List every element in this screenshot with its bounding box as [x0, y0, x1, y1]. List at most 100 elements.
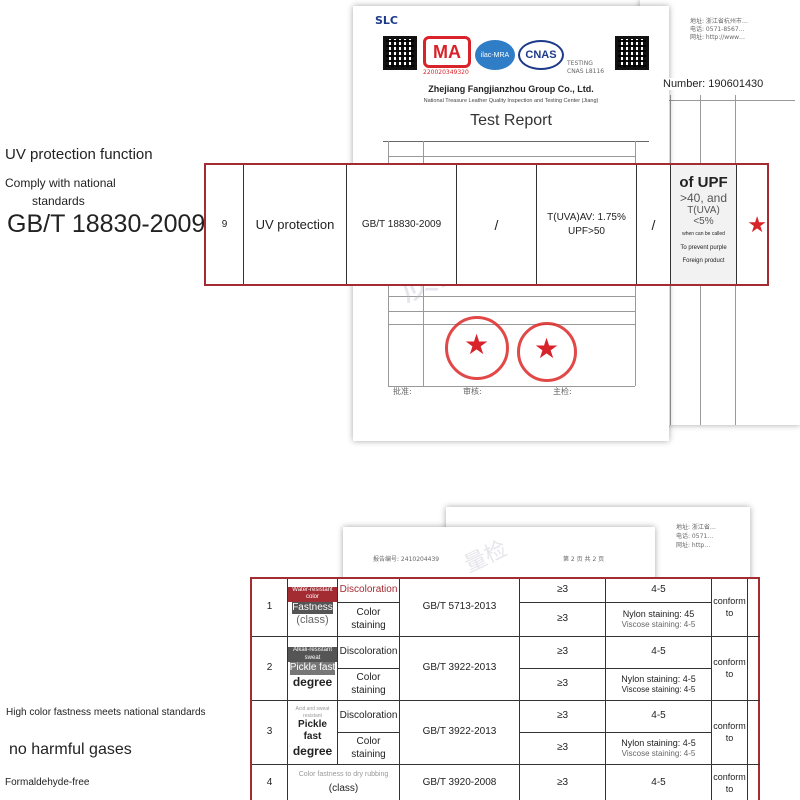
upf-side-3: T(UVA): [687, 204, 720, 216]
row3-item-small: Acid and sweat resistant: [295, 706, 330, 719]
table-row-3-req-2: ≥3: [520, 733, 606, 765]
uv-row-slash-2: /: [637, 165, 671, 284]
table-row-2-number: 2: [252, 637, 288, 701]
table-row-2-verdict: conform to: [712, 637, 748, 701]
table-row-3-tail: [748, 701, 760, 765]
row4-item-small: Color fastness to dry rubbing: [298, 771, 389, 779]
table-row-4-req-1: ≥3: [520, 765, 606, 800]
table-row-3-req-1: ≥3: [520, 701, 606, 733]
report-number: Number: 190601430: [661, 78, 766, 90]
cnas-logo: CNAS: [518, 40, 564, 70]
table-row-3-res-2: Nylon staining: 4-5 Viscose staining: 4-…: [606, 733, 712, 765]
uv-protection-heading: UV protection function: [5, 146, 153, 163]
uv-row-result: T(UVA)AV: 1.75% UPF>50: [537, 165, 637, 284]
row2-item-main: Pickle fast: [289, 662, 336, 675]
table-row-2-req-2: ≥3: [520, 669, 606, 701]
row1-nylon: Nylon staining: 45: [622, 608, 695, 619]
table-row-4-item: Color fastness to dry rubbing (class): [288, 765, 400, 800]
cma-logo: MA: [423, 36, 471, 68]
cnas-text: CNAS: [525, 49, 557, 61]
table-row-1-standard: GB/T 5713-2013: [400, 579, 520, 637]
report-title: Test Report: [470, 112, 552, 129]
uv-row-slash-1: /: [457, 165, 537, 284]
upf-side-2: >40, and: [679, 190, 728, 205]
formaldehyde-free: Formaldehyde-free: [5, 777, 90, 788]
table-row-1-req-1: ≥3: [520, 579, 606, 603]
table-row-3-standard: GB/T 3922-2013: [400, 701, 520, 765]
seal-star-left: ★: [464, 329, 490, 360]
company-name: Zhejiang Fangjianzhou Group Co., Ltd.: [428, 84, 594, 94]
row2-item-sub: degree: [292, 674, 333, 689]
table-row-1-sub-2: Color staining: [338, 603, 400, 637]
table-row-4-res-1: 4-5: [606, 765, 712, 800]
uv-row-tail: ★: [747, 211, 767, 237]
table-row-3-sub-1: Discoloration: [338, 701, 400, 733]
cma-code: 220020349320: [423, 69, 469, 76]
table-row-2-sub-1: Discoloration: [338, 637, 400, 669]
table-row-1-res-1: 4-5: [606, 579, 712, 603]
table-row-3-verdict: conform to: [712, 701, 748, 765]
red-seal-right: [517, 322, 577, 382]
table-row-1-item: Water-resistant color Fastness (class): [288, 579, 338, 637]
table-row-3-number: 3: [252, 701, 288, 765]
cma-text: MA: [433, 41, 461, 62]
qr-code-right: [615, 36, 649, 70]
ilac-text: ilac-MRA: [480, 51, 510, 59]
uv-protection-row: 9 UV protection GB/T 18830-2009 / T(UVA)…: [204, 163, 769, 286]
table-row-2-req-1: ≥3: [520, 637, 606, 669]
table-row-2-sub-2: Color staining: [338, 669, 400, 701]
table-row-1-sub-1: Discoloration: [338, 579, 400, 603]
comply-national-line1: Comply with national: [5, 176, 116, 190]
table-row-1-req-2: ≥3: [520, 603, 606, 637]
upf-side-5: when can be called: [682, 230, 725, 237]
table-row-2-item: Alkali-resistant sweat Pickle fast degre…: [288, 637, 338, 701]
no-harmful-gases: no harmful gases: [9, 741, 132, 758]
table-row-4-standard: GB/T 3920-2008: [400, 765, 520, 800]
table-row-4-verdict: conform to: [712, 765, 748, 800]
upf-side-1: of UPF: [679, 174, 728, 191]
slc-logo: SLC: [375, 14, 399, 27]
uv-result-upf: UPF>50: [568, 226, 605, 237]
row3-item-main: Pickle fast: [298, 718, 327, 743]
table-row-2-standard: GB/T 3922-2013: [400, 637, 520, 701]
uv-row-requirement: of UPF >40, and T(UVA) <5% when can be c…: [671, 165, 737, 284]
upf-side-4: <5%: [693, 215, 714, 227]
seal-star-right: ★: [534, 333, 560, 364]
ilac-logo: ilac-MRA: [475, 40, 515, 70]
row3-viscose: Viscose staining: 4-5: [621, 749, 696, 759]
table-row-1-number: 1: [252, 579, 288, 637]
table-row-1-res-2: Nylon staining: 45 Viscose staining: 4-5: [606, 603, 712, 637]
qr-code-left: [383, 36, 417, 70]
row1-item-sub: (class): [296, 614, 329, 627]
row1-item-main: Fastness: [292, 601, 333, 615]
row4-item-main: (class): [328, 783, 359, 795]
row3-nylon: Nylon staining: 4-5: [621, 737, 696, 748]
color-fastness-table: 1 Water-resistant color Fastness (class)…: [250, 577, 760, 800]
testing-label: TESTING: [567, 60, 593, 67]
table-row-1-verdict: conform to: [712, 579, 748, 637]
standard-code-large: GB/T 18830-2009: [7, 210, 206, 238]
table-row-3-item: Acid and sweat resistant Pickle fast deg…: [288, 701, 338, 765]
table-row-3-res-1: 4-5: [606, 701, 712, 733]
table-row-2-tail: [748, 637, 760, 701]
row1-viscose: Viscose staining: 4-5: [621, 620, 696, 630]
uv-row-item: UV protection: [244, 165, 347, 284]
red-seal-left: [445, 316, 509, 380]
upf-side-6: To prevent purple: [680, 245, 727, 252]
table-row-3-sub-2: Color staining: [338, 733, 400, 765]
uv-row-standard: GB/T 18830-2009: [347, 165, 457, 284]
table-row-1-tail: [748, 579, 760, 637]
upf-side-7: Foreign product: [682, 257, 725, 264]
color-fastness-heading: High color fastness meets national stand…: [6, 707, 206, 718]
testing-center: National Treasure Leather Quality Inspec…: [423, 98, 599, 104]
table-row-2-res-1: 4-5: [606, 637, 712, 669]
row2-item-small: Alkali-resistant sweat: [288, 647, 337, 663]
row2-nylon: Nylon staining: 4-5: [621, 673, 696, 684]
cnas-number: CNAS L8116: [567, 68, 605, 75]
uv-row-number: 9: [206, 165, 244, 284]
table-row-2-res-2: Nylon staining: 4-5 Viscose staining: 4-…: [606, 669, 712, 701]
row3-item-sub: degree: [292, 743, 333, 758]
table-row-4-number: 4: [252, 765, 288, 800]
table-row-4-tail: [748, 765, 760, 800]
comply-national-line2: standards: [32, 194, 85, 208]
